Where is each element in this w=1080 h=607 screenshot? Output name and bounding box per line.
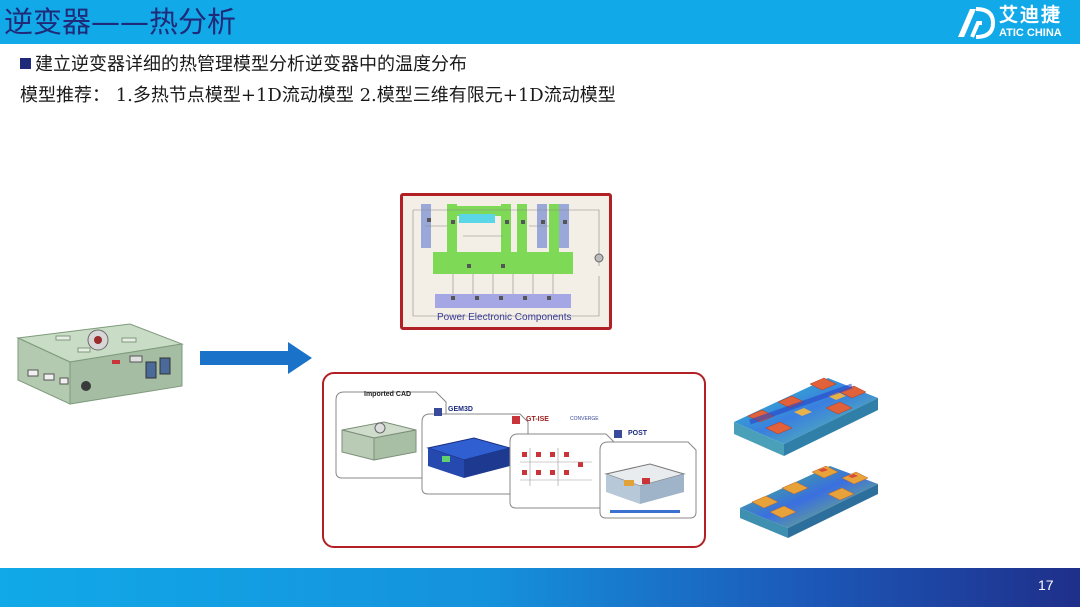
thermal-network-graphic [403,196,609,327]
workflow-graphic [335,391,697,519]
page-number: 17 [1038,577,1054,593]
inverter-cad-image [12,300,188,414]
bullet-line: 建立逆变器详细的热管理模型分析逆变器中的温度分布 [20,53,467,77]
gtise-label: GT-ISE [526,416,549,423]
temperature-map-top [734,377,878,456]
square-bullet-icon [20,58,31,69]
converge-label: CONVERGE [570,416,599,422]
post-label: POST [628,430,648,437]
model-recommendation: 模型推荐： 1.多热节点模型+1D流动模型 2.模型三维有限元+1D流动模型 [20,85,616,106]
right-arrow-icon [200,342,312,374]
page-title: 逆变器——热分析 [4,5,237,39]
imported-cad-label: Imported CAD [364,391,412,398]
diagram-caption: Power Electronic Components [437,312,572,323]
logo-mark-icon [958,7,995,39]
gem3d-label: GEM3D [448,406,473,413]
header-bar [0,0,1080,44]
cad-workflow-panel: Imported CAD GEM3D GT-ISE CONVERGE POST [322,372,706,548]
bullet-text: 建立逆变器详细的热管理模型分析逆变器中的温度分布 [35,54,467,75]
logo-chinese-text: 艾迪捷 [999,4,1063,26]
company-logo: 艾迪捷 ATIC CHINA [955,4,1075,42]
logo-english-text: ATIC CHINA [999,27,1062,39]
temperature-map-bottom [740,465,878,538]
thermal-node-diagram: Power Electronic Components [400,193,612,330]
footer-bar [0,568,1080,607]
